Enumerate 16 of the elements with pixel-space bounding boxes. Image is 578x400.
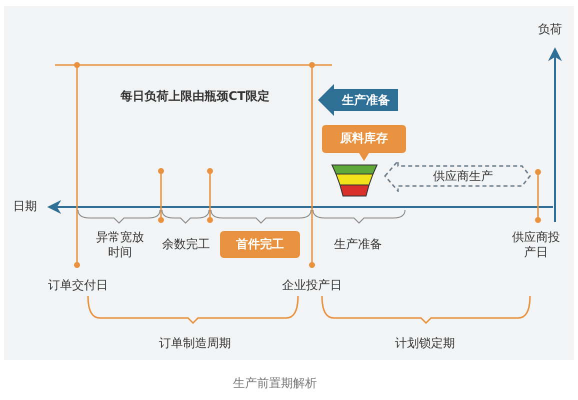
axis-label: 日期 — [12, 199, 38, 214]
note-text: 每日负荷上限由瓶颈CT限定 — [120, 89, 270, 104]
block-arrow: 生产准备 — [318, 84, 398, 116]
milestone-label: 供应商投产日 — [512, 230, 560, 260]
milestone-label: 订单交付日 — [47, 278, 109, 293]
caption: 生产前置期解析 — [232, 376, 318, 391]
period-label: 订单制造周期 — [158, 336, 232, 351]
axis-label: 负荷 — [537, 22, 563, 37]
segment-label: 生产准备 — [333, 237, 383, 252]
process-box: 首件完工 — [220, 231, 300, 258]
period-label: 计划锁定期 — [394, 336, 456, 351]
segment-label: 异常宽放时间 — [95, 230, 145, 260]
segment-label: 余数完工 — [161, 237, 211, 252]
callout-box: 原料库存 — [322, 125, 406, 161]
milestone-label: 企业投产日 — [281, 278, 343, 293]
dashed-arrow: 供应商生产 — [384, 160, 532, 192]
